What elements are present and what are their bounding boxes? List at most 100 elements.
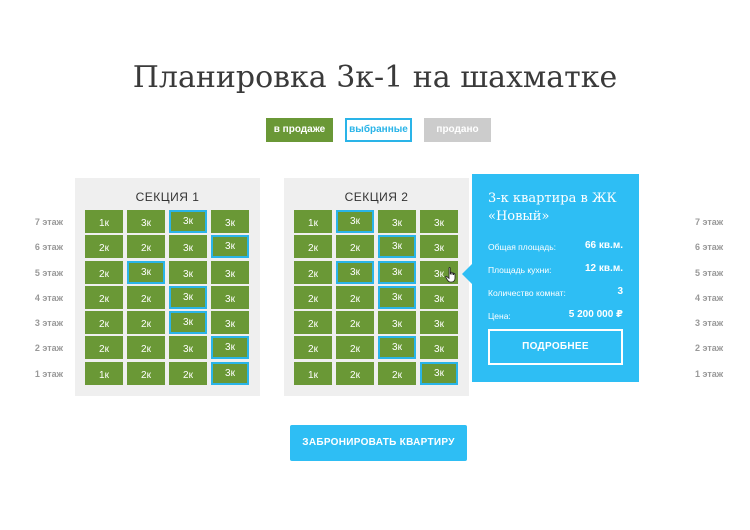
floor-label: 2 этаж bbox=[34, 343, 63, 354]
apartment-cell[interactable]: 3к bbox=[211, 311, 249, 335]
info-value: 3 bbox=[617, 286, 623, 297]
info-rows: Общая площадь: 66 кв.м. Площадь кухни: 1… bbox=[488, 238, 623, 328]
floor-labels-right: 7 этаж 6 этаж 5 этаж 4 этаж 3 этаж 2 эта… bbox=[695, 210, 750, 387]
apartment-cell[interactable]: 1к bbox=[294, 210, 332, 233]
apartment-cell[interactable]: 3к bbox=[169, 260, 207, 284]
floor-label: 2 этаж bbox=[695, 343, 724, 354]
apartment-cell[interactable]: 2к bbox=[85, 260, 123, 284]
info-label: Цена: bbox=[488, 311, 511, 321]
info-value: 12 кв.м. bbox=[584, 263, 623, 274]
apartment-cell[interactable]: 2к bbox=[294, 336, 332, 360]
page-title: Планировка 3к-1 на шахматке bbox=[132, 60, 618, 95]
floor-label: 1 этаж bbox=[695, 368, 724, 379]
floor-label: 4 этаж bbox=[34, 292, 63, 303]
floor-label: 3 этаж bbox=[34, 318, 63, 329]
apartment-cell[interactable]: 3к bbox=[127, 210, 165, 233]
apartment-cell[interactable]: 2к bbox=[294, 260, 332, 284]
apartment-cell[interactable]: 3к bbox=[420, 210, 458, 233]
apartment-cell[interactable]: 3к bbox=[211, 361, 249, 385]
hand-pointer-icon bbox=[445, 267, 456, 283]
apartment-cell[interactable]: 3к bbox=[169, 336, 207, 360]
apartment-cell[interactable]: 1к bbox=[85, 210, 123, 233]
apartment-cell[interactable]: 2к bbox=[294, 311, 332, 335]
apartment-cell[interactable]: 3к bbox=[420, 361, 458, 385]
apartment-cell[interactable]: 2к bbox=[85, 285, 123, 309]
apartment-cell[interactable]: 3к bbox=[420, 311, 458, 335]
apartment-cell[interactable]: 2к bbox=[85, 336, 123, 360]
info-title: 3-к квартира в ЖК «Новый» bbox=[488, 191, 617, 224]
apartment-cell[interactable]: 3к bbox=[169, 235, 207, 259]
floor-label: 3 этаж bbox=[695, 318, 724, 329]
apartment-cell[interactable]: 2к bbox=[169, 361, 207, 385]
legend-sold[interactable]: продано bbox=[424, 118, 491, 142]
apartment-cell[interactable]: 3к bbox=[169, 210, 207, 233]
apartment-cell[interactable]: 2к bbox=[294, 285, 332, 309]
apartment-cell[interactable]: 3к bbox=[336, 210, 374, 233]
apartment-cell[interactable]: 3к bbox=[169, 285, 207, 309]
apartment-cell[interactable]: 3к bbox=[211, 336, 249, 360]
apartment-cell[interactable]: 2к bbox=[127, 361, 165, 385]
info-row-kitchen-area: Площадь кухни: 12 кв.м. bbox=[488, 261, 623, 282]
apartment-cell[interactable]: 3к bbox=[420, 336, 458, 360]
details-button[interactable]: ПОДРОБНЕЕ bbox=[488, 329, 623, 365]
apartment-cell[interactable]: 1к bbox=[85, 361, 123, 385]
floor-labels-left: 7 этаж 6 этаж 5 этаж 4 этаж 3 этаж 2 эта… bbox=[0, 210, 63, 387]
apartment-cell[interactable]: 2к bbox=[127, 311, 165, 335]
apartment-cell[interactable]: 3к bbox=[336, 260, 374, 284]
floor-label: 4 этаж bbox=[695, 292, 724, 303]
apartment-cell[interactable]: 3к bbox=[378, 210, 416, 233]
apartment-cell[interactable]: 2к bbox=[294, 235, 332, 259]
apartment-cell[interactable]: 2к bbox=[336, 336, 374, 360]
apartment-cell[interactable]: 2к bbox=[85, 311, 123, 335]
apartment-cell[interactable]: 2к bbox=[336, 235, 374, 259]
info-label: Площадь кухни: bbox=[488, 265, 552, 275]
apartment-cell[interactable]: 3к bbox=[211, 260, 249, 284]
apartment-cell[interactable]: 2к bbox=[336, 361, 374, 385]
apartment-cell[interactable]: 3к bbox=[420, 285, 458, 309]
apartment-cell[interactable]: 3к bbox=[378, 311, 416, 335]
book-apartment-button[interactable]: ЗАБРОНИРОВАТЬ КВАРТИРУ bbox=[290, 425, 467, 461]
apartment-cell[interactable]: 3к bbox=[378, 285, 416, 309]
apartment-cell[interactable]: 3к bbox=[378, 235, 416, 259]
apartment-cell[interactable]: 2к bbox=[85, 235, 123, 259]
apartment-cell[interactable]: 2к bbox=[336, 311, 374, 335]
apartment-cell[interactable]: 3к bbox=[420, 235, 458, 259]
legend-on-sale[interactable]: в продаже bbox=[266, 118, 333, 142]
legend-selected[interactable]: выбранные bbox=[345, 118, 412, 142]
apartment-cell[interactable]: 2к bbox=[127, 336, 165, 360]
apartment-cell[interactable]: 3к bbox=[211, 235, 249, 259]
section-title: СЕКЦИЯ 1 bbox=[135, 190, 200, 204]
apartment-cell[interactable]: 2к bbox=[127, 285, 165, 309]
apartment-cell[interactable]: 3к bbox=[211, 210, 249, 233]
info-label: Количество комнат: bbox=[488, 288, 566, 298]
section-title: СЕКЦИЯ 2 bbox=[344, 190, 409, 204]
apartment-cell[interactable]: 3к bbox=[169, 311, 207, 335]
floor-label: 5 этаж bbox=[695, 267, 724, 278]
apartment-cell[interactable]: 2к bbox=[378, 361, 416, 385]
apartment-cell[interactable]: 3к bbox=[211, 285, 249, 309]
info-value: 5 200 000 ₽ bbox=[568, 309, 623, 320]
floor-label: 7 этаж bbox=[695, 217, 724, 227]
info-row-total-area: Общая площадь: 66 кв.м. bbox=[488, 238, 623, 259]
apartment-cell[interactable]: 1к bbox=[294, 361, 332, 385]
apartment-cell[interactable]: 3к bbox=[378, 336, 416, 360]
legend: в продаже выбранные продано bbox=[0, 118, 750, 142]
apartment-cell[interactable]: 2к bbox=[127, 235, 165, 259]
apartment-info-panel: 3-к квартира в ЖК «Новый» Общая площадь:… bbox=[462, 174, 639, 382]
apartment-cell[interactable]: 3к bbox=[127, 260, 165, 284]
apartment-cell[interactable]: 2к bbox=[336, 285, 374, 309]
apartment-cell[interactable]: 3к bbox=[378, 260, 416, 284]
